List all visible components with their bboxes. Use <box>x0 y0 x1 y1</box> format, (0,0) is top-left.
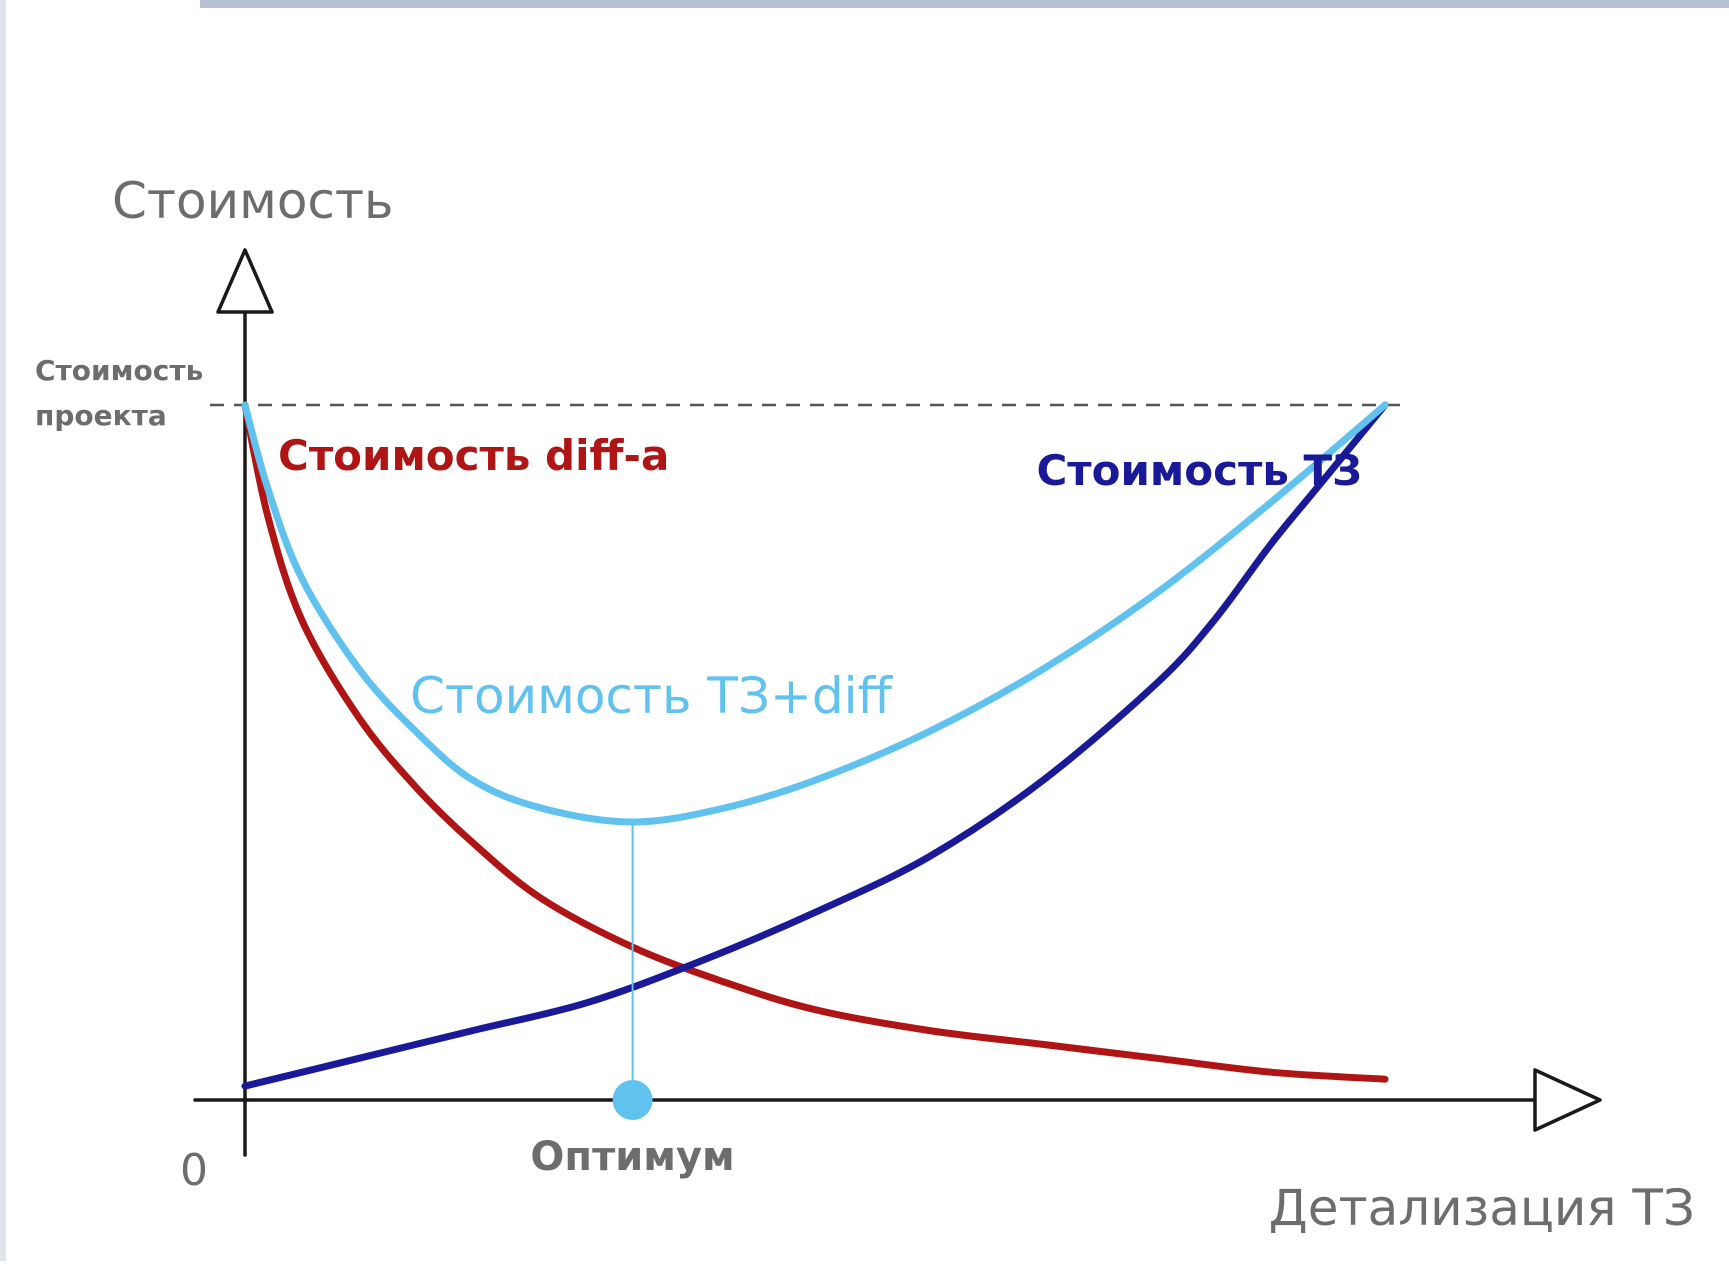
frame-left-edge <box>0 0 6 1261</box>
series-label-diff-cost: Стоимость diff-a <box>278 431 669 480</box>
y-axis-arrow-icon <box>216 248 274 314</box>
x-axis-label: Детализация ТЗ <box>1269 1179 1695 1237</box>
series-line-tz-cost <box>241 401 1389 1090</box>
series-line-total-cost <box>241 401 1389 826</box>
optimum-label: Оптимум <box>530 1134 734 1180</box>
series-label-total-cost: Стоимость ТЗ+diff <box>410 667 894 725</box>
optimum-point <box>612 1080 653 1120</box>
series-label-tz-cost: Стоимость ТЗ <box>1036 446 1362 495</box>
project-cost-label-line2: проекта <box>35 399 167 432</box>
x-axis-arrow-icon <box>1533 1068 1602 1132</box>
project-cost-label-line1: Стоимость <box>35 354 203 387</box>
frame-top-edge <box>200 0 1729 8</box>
y-axis-label: Стоимость <box>112 172 394 230</box>
origin-label: 0 <box>180 1145 208 1196</box>
